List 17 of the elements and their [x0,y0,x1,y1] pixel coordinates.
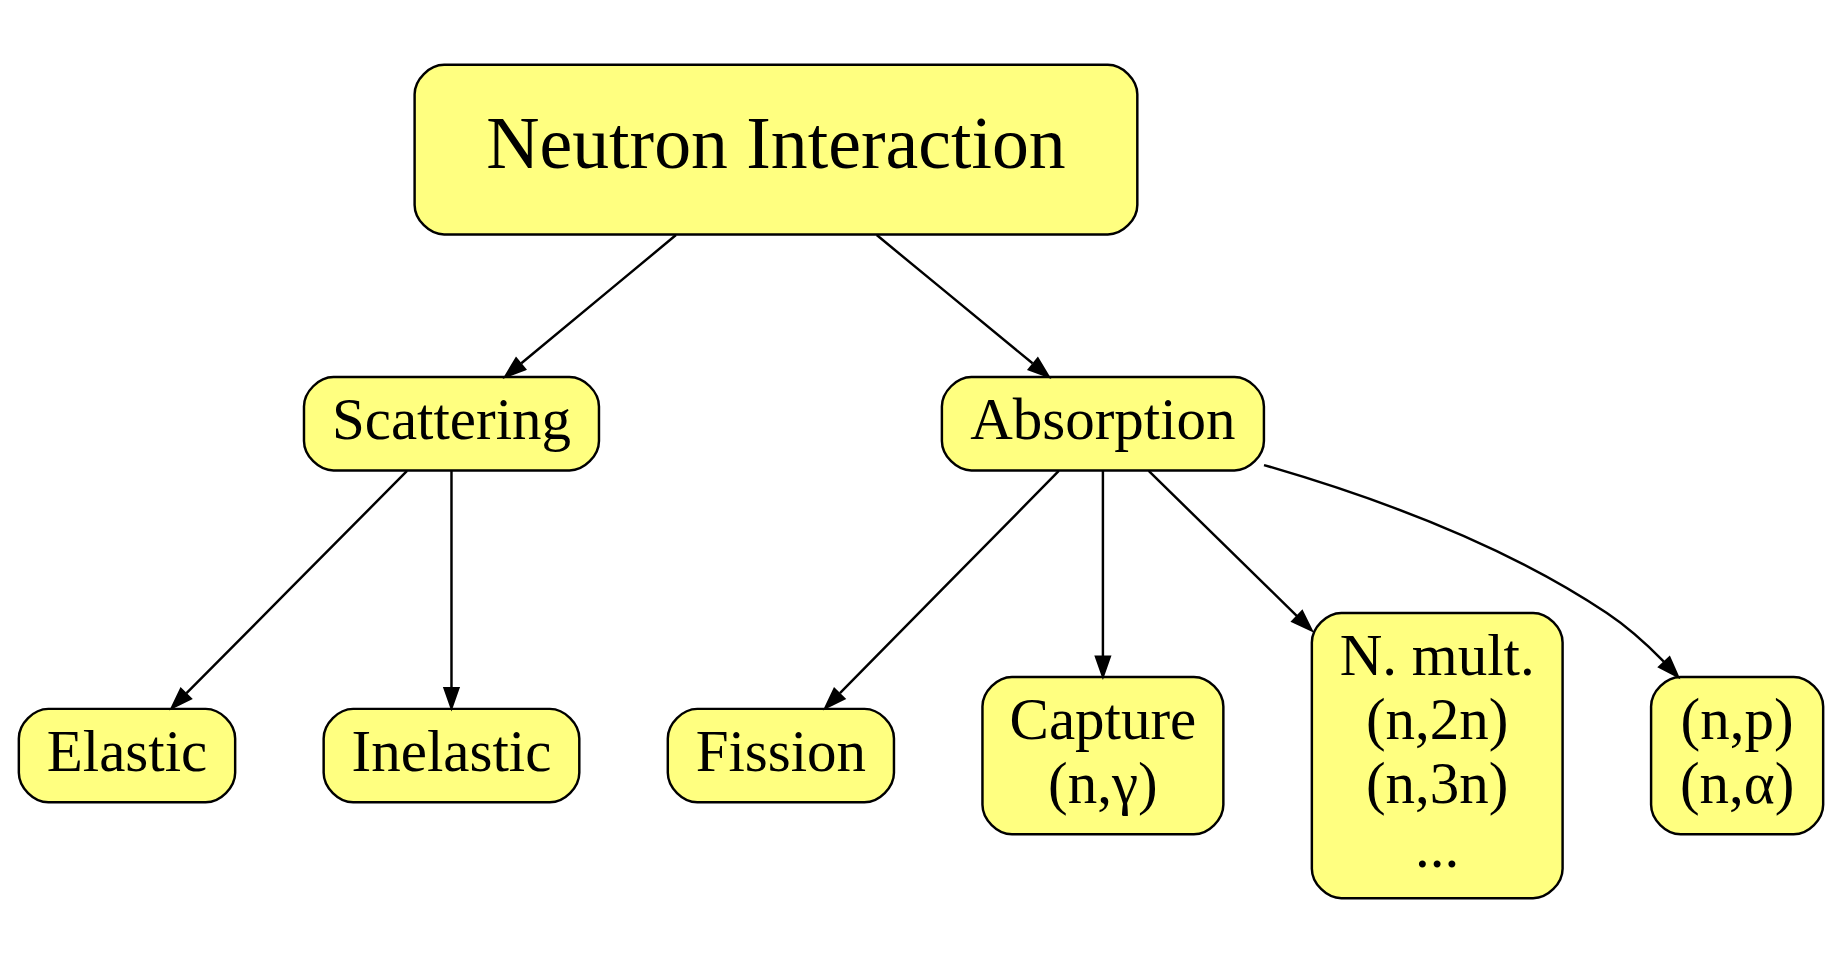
arrow [1263,463,1681,680]
arrow [169,470,408,711]
node-box: Scattering [302,375,601,472]
arrow [875,234,1052,379]
arrow [1094,470,1112,681]
node-box: Absorption [940,375,1266,472]
node-box: Elastic [17,707,237,804]
arrow [442,470,461,712]
node-box: (n,p) (n,α) [1649,675,1825,836]
node-box: Neutron Interaction [413,63,1139,236]
node-box: Inelastic [322,707,581,804]
node-box: Capture (n,γ) [981,675,1225,836]
arrow [822,470,1060,711]
arrow [502,234,677,379]
arrow [1147,470,1315,633]
node-box: Fission [666,707,896,804]
node-box: N. mult. (n,2n) (n,3n) ... [1310,611,1564,900]
